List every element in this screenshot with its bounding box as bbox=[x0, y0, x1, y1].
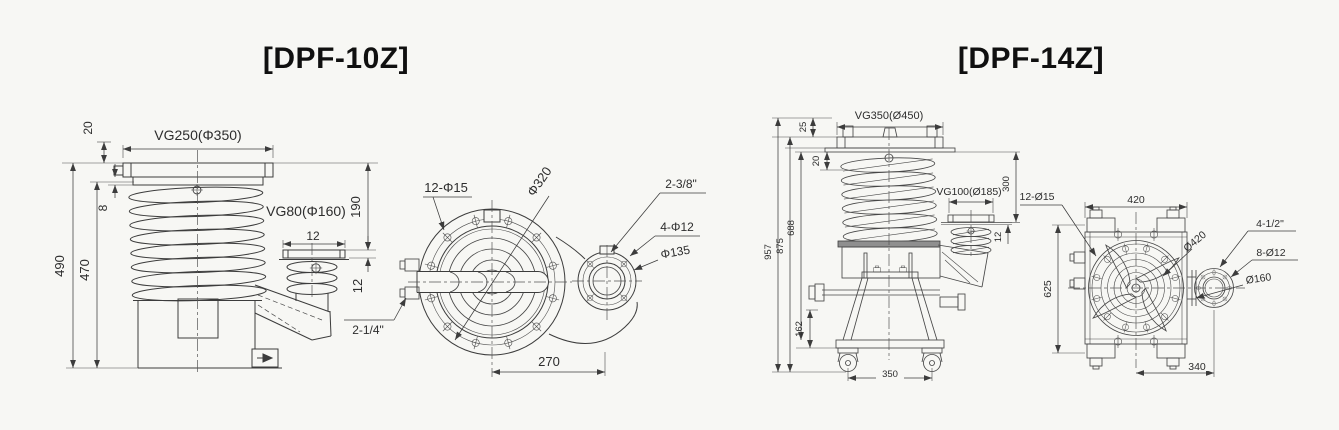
dpf14z-dim-20-label: 20 bbox=[811, 156, 822, 167]
dpf14z-top-flange-size-label: VG350(Ø450) bbox=[855, 110, 923, 122]
dpf10z-port-dim-12-label: 12 bbox=[306, 229, 320, 243]
dpf10z-top-flange-size-label: VG250(Φ350) bbox=[154, 127, 241, 143]
dpf14z-side-view: VG350(Ø450) 25 20 957 875 688 162 350 VG… bbox=[763, 110, 1020, 381]
caster-left bbox=[837, 347, 859, 372]
dpf14z-outlet-bolts-label: 8-Ø12 bbox=[1256, 247, 1285, 259]
dpf14z-dim-625-label: 625 bbox=[1042, 280, 1054, 298]
dpf10z-dim-490-label: 490 bbox=[52, 255, 67, 277]
dpf14z-outlet-size-label: 4-1/2" bbox=[1256, 218, 1284, 230]
dpf10z-outlet-dia-label: Φ135 bbox=[660, 243, 692, 262]
dpf14z-top-view: 12-Ø15 420 Ø420 4-1/2" 8-Ø12 Ø160 625 34… bbox=[1019, 191, 1298, 377]
dpf14z-dim-162-label: 162 bbox=[794, 321, 805, 337]
caster-right bbox=[921, 347, 943, 372]
dpf14z-dim-957-label: 957 bbox=[763, 244, 774, 260]
dpf14z-side-port-size-label: VG100(Ø185) bbox=[936, 186, 1001, 198]
dpf10z-top-view: 12-Φ15 Φ320 2-3/8" 4-Φ12 Φ135 2-1/4" 270 bbox=[344, 164, 706, 377]
flow-direction-arrow-icon bbox=[257, 353, 274, 363]
dpf14z-outlet-dia-label: Ø160 bbox=[1245, 271, 1272, 286]
dpf14z-dim-340-label: 340 bbox=[1188, 361, 1206, 373]
dpf14z-flange-dia-label: Ø420 bbox=[1181, 229, 1209, 255]
dpf10z-outlet-size-label: 2-3/8" bbox=[665, 177, 697, 191]
dpf10z-flange-dia-label: Φ320 bbox=[524, 164, 555, 199]
dpf10z-dim-20-label: 20 bbox=[81, 121, 95, 135]
dpf14z-title: [DPF-14Z] bbox=[958, 42, 1104, 75]
dpf14z-dim-350-label: 350 bbox=[882, 369, 898, 380]
dpf10z-dim-270-label: 270 bbox=[538, 354, 560, 369]
impeller-spokes bbox=[1092, 244, 1180, 332]
dpf14z-bolt-holes-label: 12-Ø15 bbox=[1019, 191, 1054, 203]
dpf14z-dim-12-label: 12 bbox=[993, 232, 1004, 243]
dpf10z-dim-8-label: 8 bbox=[96, 204, 110, 211]
dpf10z-bolt-holes-label: 12-Φ15 bbox=[424, 180, 468, 195]
dpf14z-dim-420-label: 420 bbox=[1127, 194, 1145, 206]
dpf10z-side-port-size-label: VG80(Φ160) bbox=[266, 203, 346, 219]
dpf10z-dim-470-label: 470 bbox=[77, 259, 92, 281]
dpf10z-outlet-bolts-label: 4-Φ12 bbox=[660, 220, 694, 234]
dpf10z-dim-190-label: 190 bbox=[348, 196, 363, 218]
dpf14z-dim-25-label: 25 bbox=[798, 122, 809, 133]
dpf14z-dim-688-label: 688 bbox=[786, 220, 797, 236]
dpf14z-dim-300-label: 300 bbox=[1001, 176, 1012, 192]
dpf10z-title: [DPF-10Z] bbox=[263, 42, 409, 75]
dpf10z-side-view: VG250(Φ350) 20 8 490 470 VG80(Φ160) 12 1… bbox=[52, 121, 378, 375]
dpf10z-inlet-size-label: 2-1/4" bbox=[352, 323, 384, 337]
dpf14z-dim-875-label: 875 bbox=[775, 238, 786, 254]
dpf10z-dim-12-flange-label: 12 bbox=[350, 279, 365, 293]
